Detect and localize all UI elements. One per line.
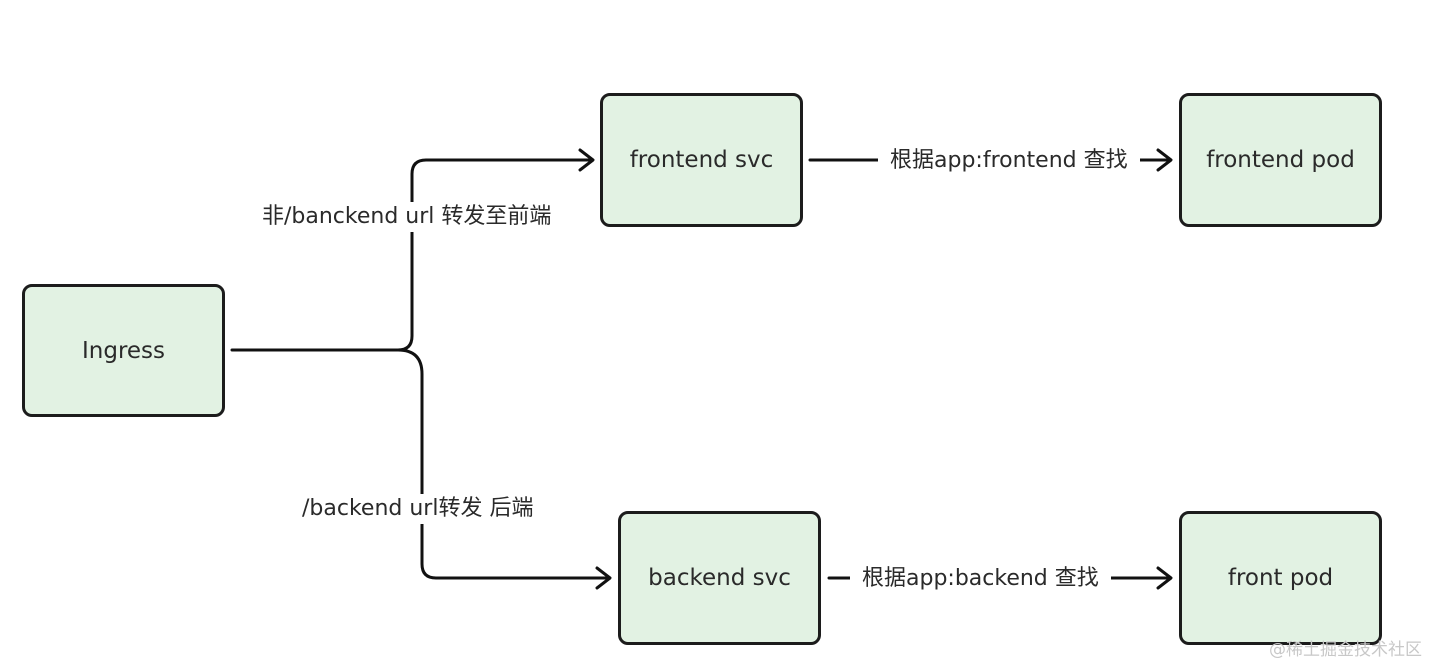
frontend-pod-node[interactable]: frontend pod: [1179, 93, 1382, 227]
backend-svc-node[interactable]: backend svc: [618, 511, 821, 645]
frontend-pod-arrowhead: [1156, 148, 1173, 172]
frontend-pod-node-label: frontend pod: [1206, 147, 1355, 173]
backend-branch-line: [396, 348, 611, 580]
backend-arrowhead: [595, 566, 612, 590]
backend-svc-node-label: backend svc: [648, 565, 791, 591]
ingress-node[interactable]: Ingress: [22, 284, 225, 417]
backend-pod-node-label: front pod: [1227, 565, 1334, 591]
watermark-text: @稀土掘金技术社区: [1269, 640, 1422, 660]
backend-pod-node[interactable]: front pod: [1179, 511, 1382, 645]
frontend-arrowhead: [578, 148, 595, 172]
frontend-svc-node[interactable]: frontend svc: [600, 93, 803, 227]
ingress-trunk-line: [230, 158, 594, 352]
ingress-to-backend-label: /backend url转发 后端: [300, 494, 536, 524]
backend-pod-arrowhead: [1156, 566, 1173, 590]
frontend-svc-node-label: frontend svc: [629, 147, 774, 173]
frontend-svc-to-pod-label: 根据app:frontend 查找: [878, 146, 1140, 176]
ingress-to-frontend-label: 非/banckend url 转发至前端: [260, 202, 554, 232]
ingress-node-label: Ingress: [81, 337, 166, 364]
backend-svc-to-pod-label: 根据app:backend 查找: [850, 564, 1111, 594]
